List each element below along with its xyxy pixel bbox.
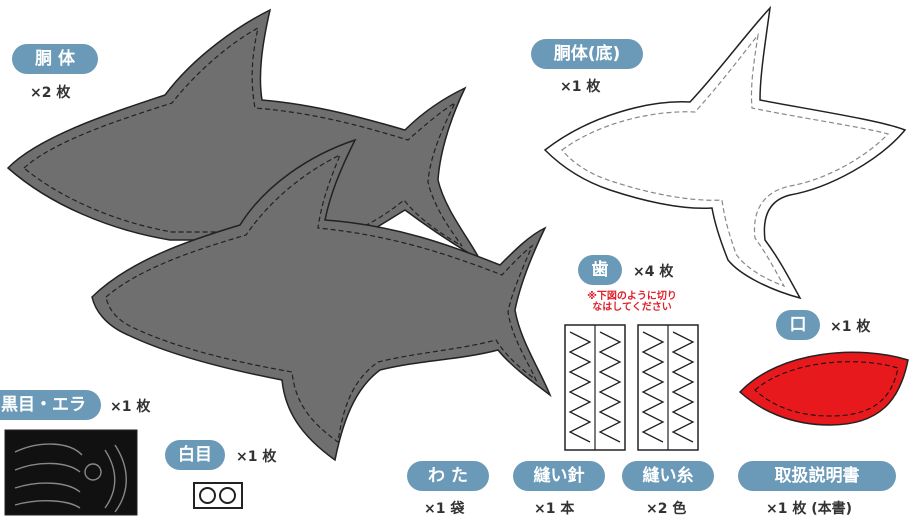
shark-belly-piece xyxy=(543,5,907,300)
mouth-qty: ×1 枚 xyxy=(830,319,871,335)
white-eye-label: 白目 xyxy=(165,440,225,470)
white-eye-qty: ×1 枚 xyxy=(236,449,277,465)
teeth-note-line2: なはしてください xyxy=(592,302,672,313)
manual-qty: ×1 枚 (本書) xyxy=(766,501,853,517)
body-qty: ×2 枚 xyxy=(30,85,71,101)
gill-cut-lines xyxy=(14,443,127,513)
teeth-qty: ×4 枚 xyxy=(633,264,674,280)
stuffing-qty: ×1 袋 xyxy=(424,501,465,517)
body-label: 胴 体 xyxy=(12,44,98,74)
shark-body-back-stitch xyxy=(23,26,463,247)
white-eye-left xyxy=(199,487,216,504)
shark-body-front-stitch xyxy=(105,153,538,444)
mouth-label: 口 xyxy=(776,310,820,340)
belly-label: 胴体(底) xyxy=(531,39,643,69)
black-eye-gill-label: 黒目・エラ xyxy=(0,390,101,420)
thread-qty: ×2 色 xyxy=(646,501,687,517)
shark-belly-stitch xyxy=(561,32,890,288)
teeth-label: 歯 xyxy=(578,255,622,285)
needle-qty: ×1 本 xyxy=(534,501,575,517)
teeth-strips xyxy=(564,324,699,451)
teeth-note-line1: ※下図のように切り xyxy=(587,291,677,302)
white-eye-piece xyxy=(193,482,243,509)
thread-label: 縫い糸 xyxy=(622,461,714,491)
stuffing-label: わ た xyxy=(407,461,489,491)
needle-label: 縫い針 xyxy=(513,461,605,491)
manual-label: 取扱説明書 xyxy=(738,461,896,491)
white-eye-right xyxy=(219,487,236,504)
mouth-stitch xyxy=(754,361,899,417)
shark-body-front xyxy=(91,138,552,462)
black-eye-gill-qty: ×1 枚 xyxy=(110,399,151,415)
belly-qty: ×1 枚 xyxy=(560,79,601,95)
